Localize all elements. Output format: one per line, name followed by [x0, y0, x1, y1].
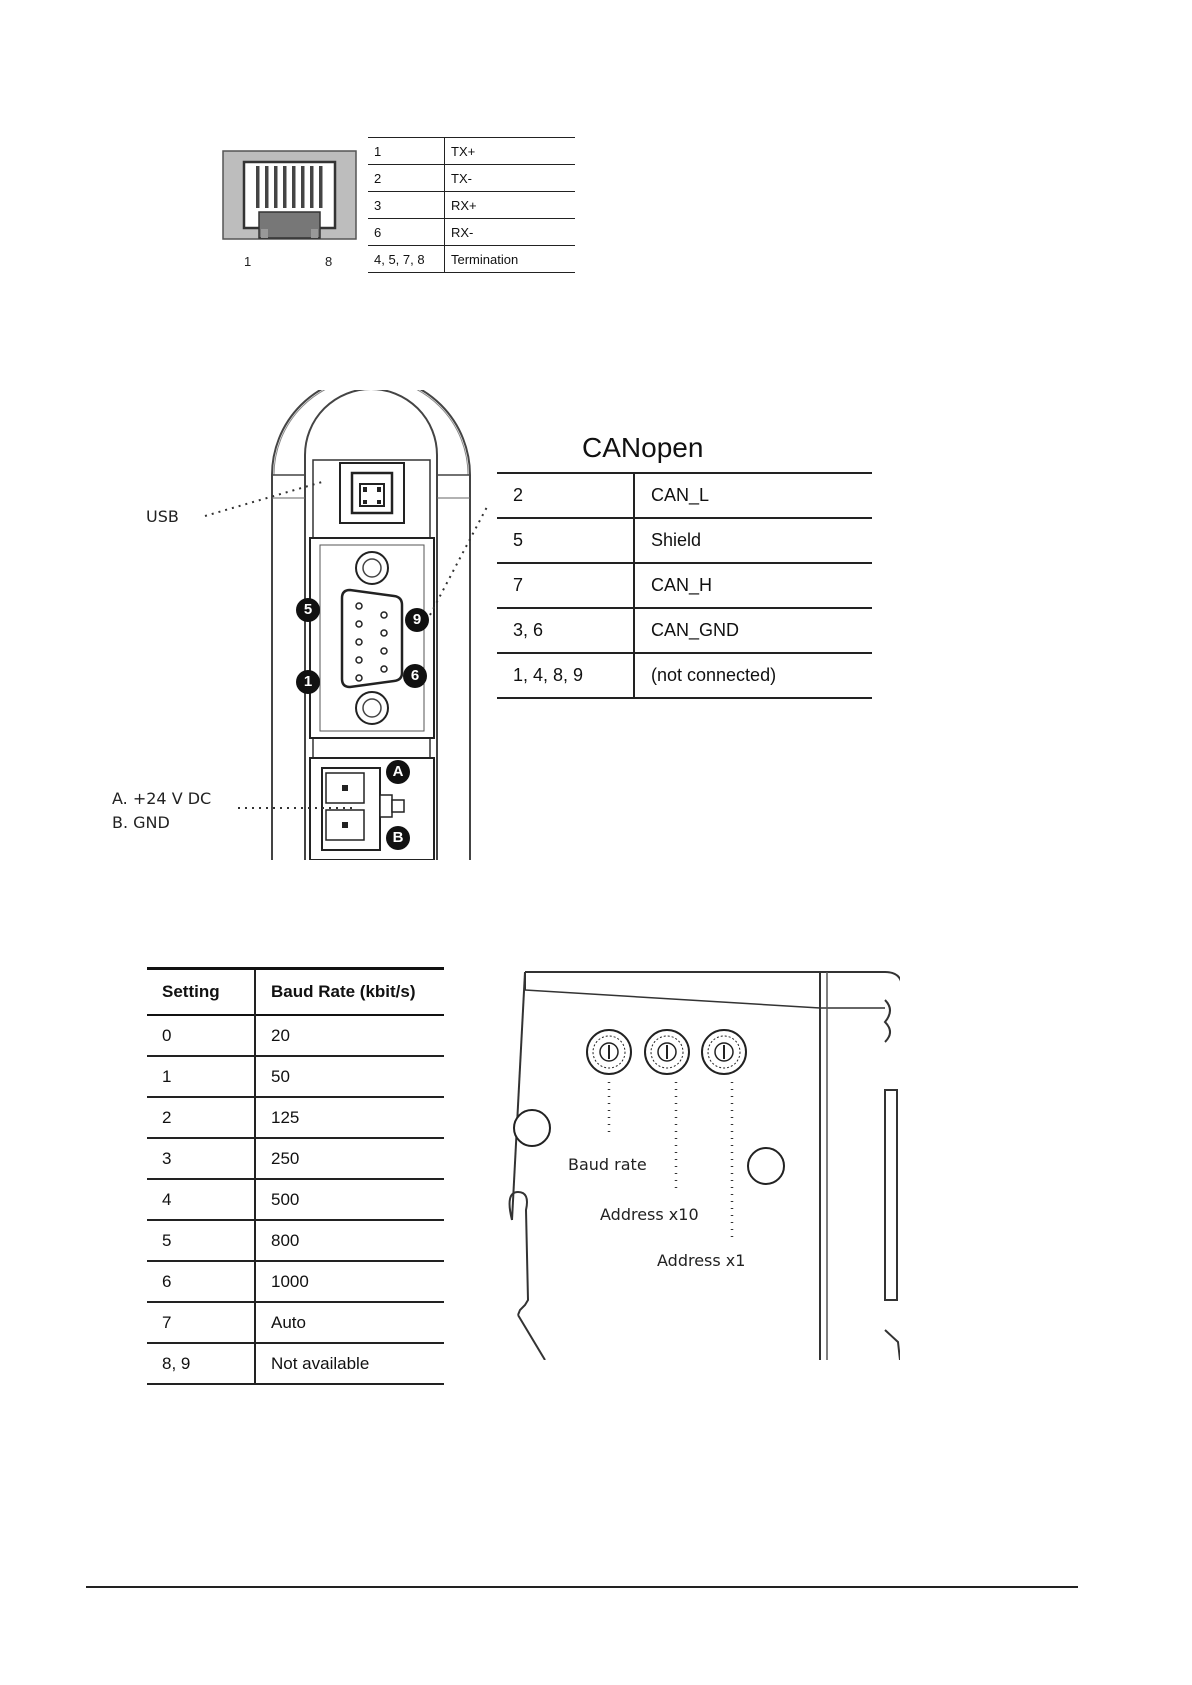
rate-cell: 50 — [255, 1056, 444, 1097]
power-label-a: A. +24 V DC — [112, 789, 211, 808]
setting-cell: 5 — [147, 1220, 255, 1261]
rate-cell: 1000 — [255, 1261, 444, 1302]
pin-cell: 7 — [497, 563, 634, 608]
rate-cell: 125 — [255, 1097, 444, 1138]
setting-cell: 7 — [147, 1302, 255, 1343]
rate-cell: 250 — [255, 1138, 444, 1179]
pin-cell: 2 — [497, 473, 634, 518]
setting-cell: 8, 9 — [147, 1343, 255, 1384]
power-label-b: B. GND — [112, 813, 170, 832]
setting-cell: 6 — [147, 1261, 255, 1302]
rotary-switch-address-x1 — [702, 1030, 746, 1074]
setting-cell: 4 — [147, 1179, 255, 1220]
setting-cell: 1 — [147, 1056, 255, 1097]
signal-cell: (not connected) — [634, 653, 872, 698]
table-row: 1, 4, 8, 9(not connected) — [497, 653, 872, 698]
rotary-switch-address-x10 — [645, 1030, 689, 1074]
signal-cell: Shield — [634, 518, 872, 563]
signal-cell: CAN_L — [634, 473, 872, 518]
signal-cell: CAN_GND — [634, 608, 872, 653]
device-top-figure — [490, 970, 900, 1360]
baud-rate-switch-label: Baud rate — [568, 1155, 647, 1174]
rate-cell: 800 — [255, 1220, 444, 1261]
rate-cell: 20 — [255, 1015, 444, 1056]
setting-cell: 3 — [147, 1138, 255, 1179]
canopen-title: CANopen — [582, 432, 703, 464]
header-setting: Setting — [147, 969, 255, 1016]
address-x1-switch-label: Address x1 — [657, 1251, 745, 1270]
rate-cell: Not available — [255, 1343, 444, 1384]
pin-cell: 5 — [497, 518, 634, 563]
pin-cell: 3, 6 — [497, 608, 634, 653]
signal-cell: CAN_H — [634, 563, 872, 608]
header-rate: Baud Rate (kbit/s) — [255, 969, 444, 1016]
footer-divider — [86, 1586, 1078, 1588]
rate-cell: 500 — [255, 1179, 444, 1220]
usb-label: USB — [146, 507, 179, 526]
rotary-switch-baud — [587, 1030, 631, 1074]
pin-cell: 1, 4, 8, 9 — [497, 653, 634, 698]
setting-cell: 0 — [147, 1015, 255, 1056]
rate-cell: Auto — [255, 1302, 444, 1343]
address-x10-switch-label: Address x10 — [600, 1205, 699, 1224]
setting-cell: 2 — [147, 1097, 255, 1138]
